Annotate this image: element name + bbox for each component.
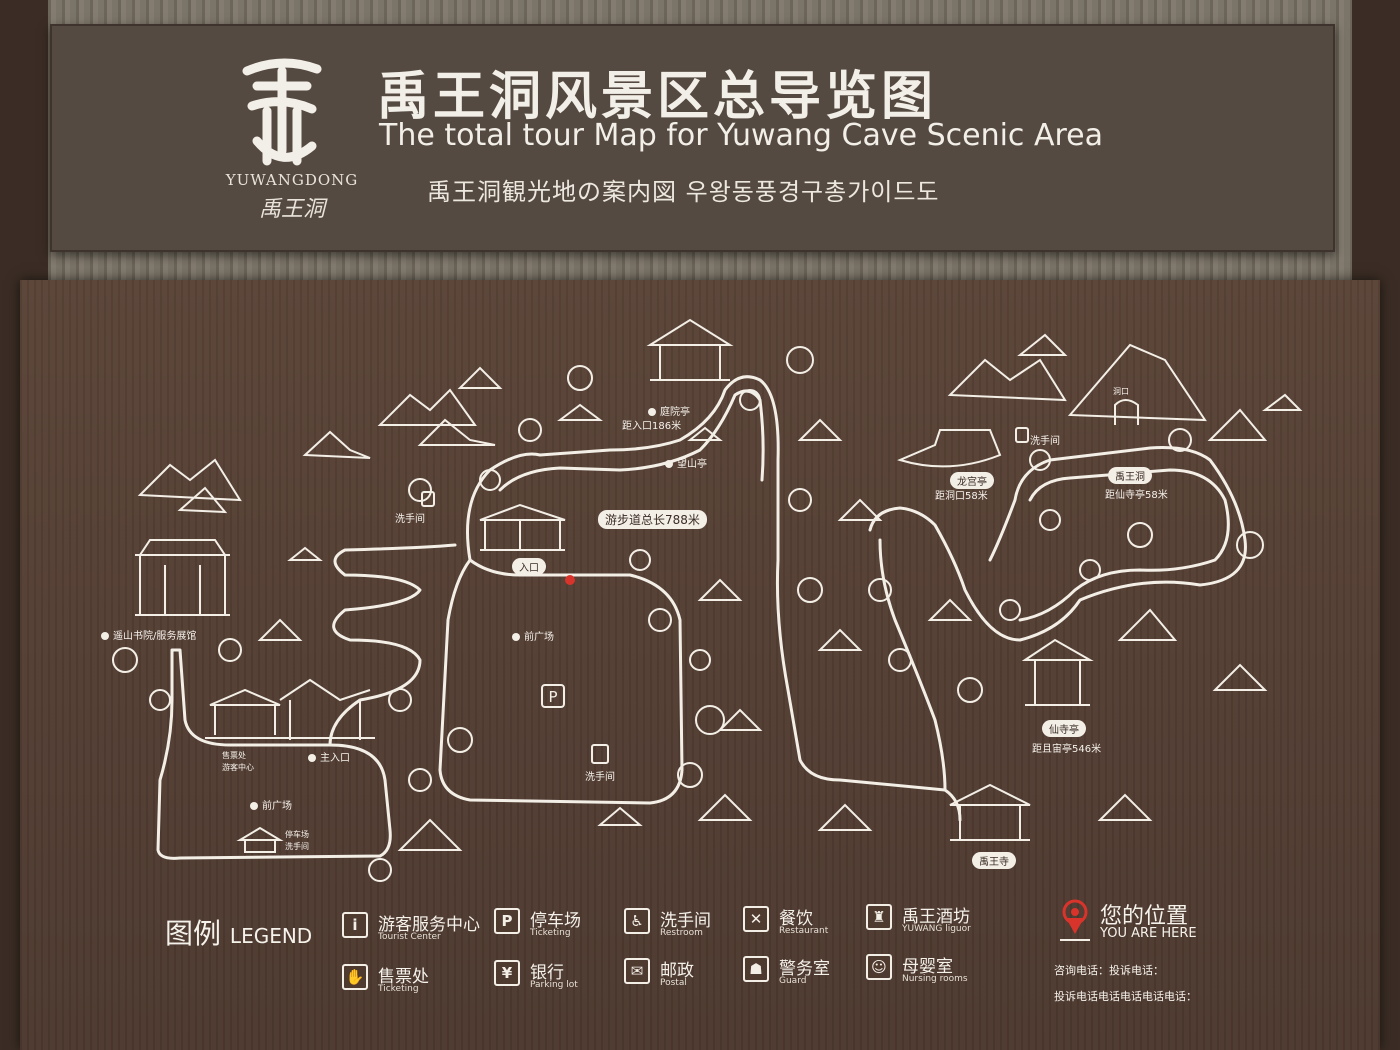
logo-english: YUWANGDONG	[225, 171, 359, 189]
tree-icons	[112, 346, 1264, 882]
guard-icon: ☗	[743, 956, 769, 982]
path-north	[466, 375, 962, 822]
path-north-inner	[498, 389, 765, 492]
mountain-icons	[137, 333, 1303, 851]
you-are-here-label-en: YOU ARE HERE	[1100, 926, 1197, 941]
legend-title-en: LEGEND	[229, 924, 313, 948]
label-small-ticket: 售票处	[222, 751, 246, 760]
page-title-jp-kr: 禹王洞観光地の案内図 우왕동풍경구총가이드도	[427, 178, 940, 206]
restroom-map-icon-2	[421, 491, 435, 507]
cave-icon	[1114, 399, 1139, 425]
restaurant-icon: ✕	[743, 906, 769, 932]
label-gaojiting-distance: 距入口186米	[622, 421, 682, 432]
building-icons	[135, 318, 1139, 853]
legend-item-liquor: ♜ 禹王酒坊 YUWANG liguor	[866, 902, 1006, 942]
label-xiansi-distance: 距且宙亭546米	[1032, 744, 1102, 755]
legend-item-bank: ¥ 银行 Parking lot	[494, 958, 614, 998]
label-wangshanting: 望山亭	[665, 455, 707, 470]
page-title-english: The total tour Map for Yuwang Cave Sceni…	[379, 118, 1103, 153]
wood-grain	[20, 280, 1380, 1050]
legend-item-guard: ☗ 警务室 Guard	[743, 954, 863, 994]
label-longgong: 龙宫亭	[950, 472, 994, 489]
temple-center-icon	[479, 503, 566, 551]
legend-item-postal: ✉ 邮政 Postal	[624, 956, 744, 996]
label-yuwangdong-distance: 距仙寺亭58米	[1105, 490, 1168, 501]
temple-bottom-icon	[949, 783, 1031, 841]
legend-item-parking: P 停车场 Ticketing	[494, 906, 614, 946]
label-gaojiting: 庭院亭	[648, 403, 690, 418]
you-are-here-marker-icon	[565, 575, 575, 585]
header-sign: YUWANGDONG 禹王洞 禹王洞风景区总导览图 The total tour…	[50, 24, 1335, 252]
restroom-icon: ♿	[624, 908, 650, 934]
you-are-here-label: 您的位置	[1100, 904, 1189, 929]
temple-left-icon	[205, 678, 375, 740]
map-board	[20, 280, 1380, 1050]
logo-chinese: 禹王洞	[258, 197, 325, 222]
parking-map-icon	[541, 684, 565, 708]
label-front-plaza-2: 前广场	[250, 797, 292, 812]
label-restroom-1: 洗手间	[395, 514, 425, 525]
contact-line-1: 咨询电话：投诉电话：	[1054, 964, 1164, 977]
label-walkway-length: 游步道总长788米	[598, 510, 707, 529]
map-icons: P	[421, 427, 1029, 764]
legend-title: 图例 LEGEND	[165, 912, 312, 952]
label-restroom-2: 洗手间	[585, 772, 615, 783]
boat-icon	[897, 429, 1002, 468]
location-pin-icon	[1060, 899, 1090, 941]
pavilion-right-icon	[1021, 638, 1094, 706]
parking-icon: P	[494, 908, 520, 934]
legend-title-cn: 图例	[165, 917, 222, 950]
label-restroom-3: 洗手间	[1030, 436, 1060, 447]
pavilion-top-icon	[646, 318, 734, 381]
legend-item-tourist-center: i 游客服务中心 Tourist Center	[342, 910, 492, 950]
label-entrance: 入口	[512, 558, 546, 575]
legend-item-restroom: ♿ 洗手间 Restroom	[624, 906, 744, 946]
label-shuyuan: 遥山书院/服务展馆	[101, 627, 196, 642]
page-title: 禹王洞风景区总导览图	[377, 66, 938, 127]
label-longgong-distance: 距洞口58米	[935, 491, 988, 502]
legend-item-restaurant: ✕ 餐饮 Restaurant	[743, 904, 863, 944]
liquor-icon: ♜	[866, 904, 892, 930]
archway-icon	[135, 539, 230, 616]
label-main-entrance: 主入口	[308, 749, 350, 764]
label-yuwangsi: 禹王寺	[972, 852, 1016, 869]
label-small-visitor: 游客中心	[222, 763, 254, 772]
path-central-plaza	[438, 558, 684, 805]
mail-icon: ✉	[624, 958, 650, 984]
ticket-icon: ✋	[342, 964, 368, 990]
baby-icon: ☺	[866, 954, 892, 980]
label-xiansi: 仙寺亭	[1042, 720, 1086, 737]
label-small-parking: 停车场	[285, 830, 309, 839]
bank-icon: ¥	[494, 960, 520, 986]
legend-item-ticketing: ✋ 售票处 Ticketing	[342, 962, 482, 1002]
restroom-map-icon-3	[1015, 427, 1029, 443]
legend-item-nursing: ☺ 母婴室 Nursing rooms	[866, 952, 1006, 992]
yuwangdong-logo-icon	[242, 58, 322, 166]
svg-text:P: P	[548, 688, 557, 706]
path-left-loop	[156, 648, 392, 860]
path-right-inner	[1018, 468, 1230, 622]
label-small-restroom: 洗手间	[285, 842, 309, 851]
label-front-plaza-1: 前广场	[512, 628, 554, 643]
label-cave-mark: 洞口	[1113, 387, 1129, 396]
path-right-loop	[868, 446, 1247, 642]
path-serpentine	[328, 543, 457, 747]
restroom-map-icon	[591, 744, 609, 764]
info-icon: i	[342, 912, 368, 938]
contact-line-2: 投诉电话电话电话电话电话：	[1054, 990, 1197, 1003]
label-yuwangdong: 禹王洞	[1108, 467, 1152, 484]
small-house-icon	[236, 826, 284, 853]
